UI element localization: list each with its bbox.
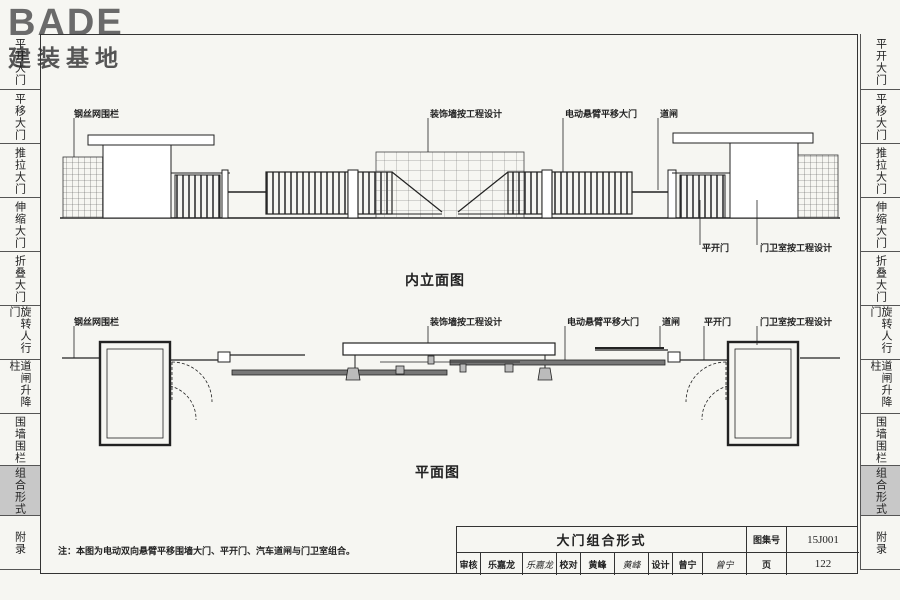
- right-gate-plan: [449, 359, 666, 366]
- elevation-label-gate: 电动悬臂平移大门: [565, 110, 638, 120]
- plan-label-facade: 装饰墙按工程设计: [430, 318, 503, 328]
- right-pillar-plan: [667, 351, 681, 363]
- decorative-wall-plan: [342, 342, 556, 356]
- right-fence: [797, 154, 839, 219]
- sidebar-right-tab-1[interactable]: 平移大门: [861, 90, 900, 144]
- logo-brand: BADE: [8, 2, 124, 44]
- sidebar-tab-label: 道闸升降柱: [869, 360, 893, 408]
- plan-label-gate: 电动悬臂平移大门: [567, 318, 640, 328]
- page-label: 页: [747, 553, 787, 575]
- sidebar-tab-label: 组合形式: [874, 466, 888, 515]
- elevation-label-fence: 钢丝网围栏: [74, 110, 120, 120]
- right-guard-room-roof: [672, 132, 814, 144]
- checker-signature: 黄峰: [615, 553, 649, 575]
- review-label: 审核: [457, 553, 481, 575]
- sidebar-right-tab-4[interactable]: 折叠大门: [861, 252, 900, 306]
- sidebar-right-tab-0[interactable]: 平开大门: [861, 34, 900, 90]
- sidebar-left-tab-9[interactable]: 附录: [0, 516, 40, 570]
- plan-title: 平面图: [415, 465, 460, 481]
- atlas-label: 图集号: [747, 527, 787, 553]
- sidebar-left-tab-7[interactable]: 围墙围栏: [0, 414, 40, 466]
- elevation-label-facade: 装饰墙按工程设计: [430, 110, 503, 120]
- elevation-view: [60, 118, 840, 245]
- sidebar-tab-label: 平移大门: [874, 92, 888, 141]
- sidebar-tab-label: 伸缩大门: [13, 200, 27, 249]
- plan-label-barrier: 道闸: [662, 318, 681, 328]
- drawing-title: 大门组合形式: [457, 527, 747, 553]
- elevation-title: 内立面图: [405, 273, 465, 289]
- barrier-post: [667, 169, 677, 219]
- left-fence: [62, 156, 104, 219]
- logo-subtitle: 建装基地: [8, 46, 124, 72]
- sidebar-right-tab-7[interactable]: 围墙围栏: [861, 414, 900, 466]
- reviewer-signature: 乐嘉龙: [523, 553, 557, 575]
- decorative-wall: [375, 151, 525, 219]
- sidebar-tab-label: 推拉大门: [874, 146, 888, 195]
- elevation-label-swing-door: 平开门: [702, 244, 730, 254]
- page-number: 122: [814, 558, 832, 570]
- left-guard-room: [102, 144, 172, 219]
- designer: 曾宁: [673, 553, 703, 575]
- sidebar-left: 平开大门平移大门推拉大门伸缩大门折叠大门旋转人行门道闸升降柱围墙围栏组合形式附录: [0, 34, 41, 570]
- title-block: 大门组合形式 图集号 15J001 审核 乐嘉龙 乐嘉龙 校对 黄峰 黄峰 设计…: [456, 526, 859, 575]
- left-guard-room-roof: [87, 134, 215, 146]
- sidebar-tab-label: 平开大门: [874, 37, 888, 86]
- sidebar-tab-label: 平开大门: [13, 37, 27, 86]
- sidebar-right-tab-3[interactable]: 伸缩大门: [861, 198, 900, 252]
- right-guard-room: [729, 142, 799, 219]
- left-guard-room-plan: [98, 340, 172, 447]
- left-pillar-plan: [217, 351, 231, 363]
- design-label: 设计: [649, 553, 673, 575]
- sidebar-left-tab-5[interactable]: 旋转人行门: [0, 306, 40, 360]
- sidebar-tab-label: 附录: [874, 530, 888, 555]
- sidebar-left-tab-1[interactable]: 平移大门: [0, 90, 40, 144]
- right-sliding-gate: [551, 171, 633, 215]
- sidebar-tab-label: 附录: [13, 530, 27, 555]
- sidebar-right-tab-8[interactable]: 组合形式: [861, 466, 900, 516]
- sidebar-right-tab-2[interactable]: 推拉大门: [861, 144, 900, 198]
- plan-label-guard-room: 门卫室按工程设计: [760, 318, 833, 328]
- right-guard-room-plan: [726, 340, 800, 447]
- sidebar-tab-label: 组合形式: [13, 466, 27, 515]
- sidebar-right-tab-6[interactable]: 道闸升降柱: [861, 360, 900, 414]
- sidebar-left-tab-2[interactable]: 推拉大门: [0, 144, 40, 198]
- sidebar-tab-label: 围墙围栏: [13, 415, 27, 464]
- sidebar-left-tab-8[interactable]: 组合形式: [0, 466, 40, 516]
- sidebar-left-tab-3[interactable]: 伸缩大门: [0, 198, 40, 252]
- designer-signature: 曾宁: [703, 553, 747, 575]
- left-gate-plan: [231, 369, 448, 376]
- sidebar-right-tab-5[interactable]: 旋转人行门: [861, 306, 900, 360]
- sidebar-tab-label: 旋转人行门: [869, 306, 893, 354]
- check-label: 校对: [557, 553, 581, 575]
- drawing-note: 注：本图为电动双向悬臂平移围墙大门、平开门、汽车道闸与门卫室组合。: [58, 547, 356, 557]
- sidebar-tab-label: 折叠大门: [874, 254, 888, 303]
- sidebar-left-tab-6[interactable]: 道闸升降柱: [0, 360, 40, 414]
- plan-label-fence: 钢丝网围栏: [74, 318, 120, 328]
- atlas-number: 15J001: [787, 527, 859, 553]
- sidebar-tab-label: 推拉大门: [13, 146, 27, 195]
- sidebar-left-tab-4[interactable]: 折叠大门: [0, 252, 40, 306]
- right-swing-gate: [679, 174, 726, 219]
- sidebar-right: 平开大门平移大门推拉大门伸缩大门折叠大门旋转人行门道闸升降柱围墙围栏组合形式附录: [860, 34, 900, 570]
- sidebar-tab-label: 道闸升降柱: [8, 360, 32, 408]
- sidebar-tab-label: 平移大门: [13, 92, 27, 141]
- plan-label-swing-door: 平开门: [704, 318, 732, 328]
- sidebar-left-tab-0[interactable]: 平开大门: [0, 34, 40, 90]
- drawing-frame: [40, 34, 858, 574]
- plan-view: [62, 326, 840, 447]
- elevation-label-barrier: 道闸: [660, 110, 679, 120]
- sidebar-tab-label: 伸缩大门: [874, 200, 888, 249]
- sidebar-tab-label: 围墙围栏: [874, 415, 888, 464]
- logo: BADE 建装基地: [8, 2, 124, 73]
- sidebar-tab-label: 旋转人行门: [8, 306, 32, 354]
- reviewer: 乐嘉龙: [481, 553, 523, 575]
- left-sliding-gate: [265, 171, 349, 215]
- elevation-label-guard-room: 门卫室按工程设计: [760, 244, 833, 254]
- left-swing-gate: [174, 174, 221, 219]
- sidebar-tab-label: 折叠大门: [13, 254, 27, 303]
- sidebar-right-tab-9[interactable]: 附录: [861, 516, 900, 570]
- checker: 黄峰: [581, 553, 615, 575]
